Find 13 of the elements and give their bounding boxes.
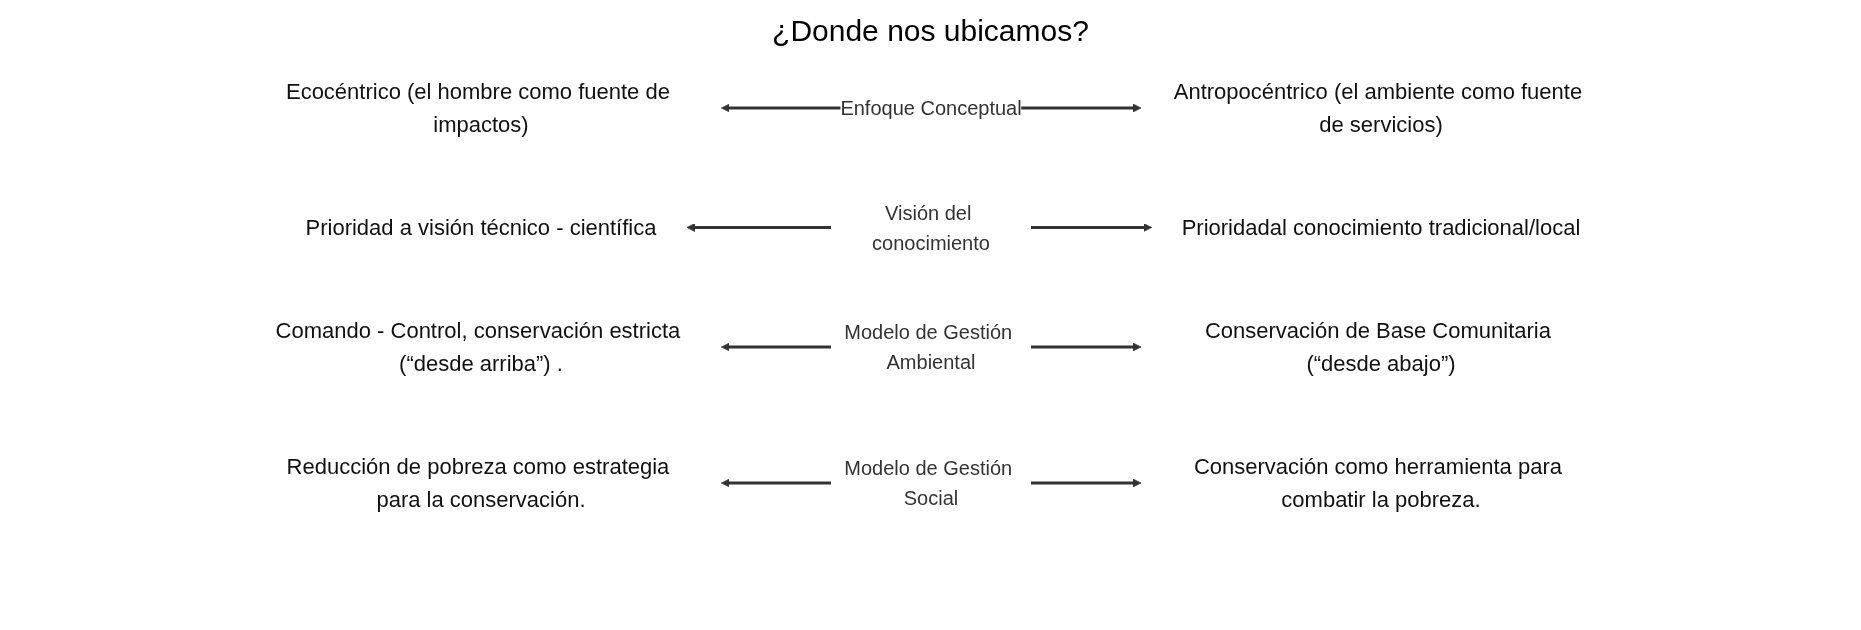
node-text: Prioridadal conocimiento tradicional/local xyxy=(1181,215,1580,240)
node-text: Antropocéntrico (el ambiente como fuente de servicios) xyxy=(1173,79,1582,137)
edge-label: Modelo de Gestión Ambiental xyxy=(843,321,1012,373)
node-text: Conservación de Base Comunitaria (“desde abajo”) xyxy=(1204,318,1551,376)
edge-label: Enfoque Conceptual xyxy=(839,97,1022,119)
node-text: Reducción de pobreza como estrategia para la conservación. xyxy=(286,454,669,512)
node-text: Conservación como herramienta para combatir la pobreza. xyxy=(1193,454,1562,512)
edge-label: Modelo de Gestión Social xyxy=(843,457,1012,509)
edge-label: Visión del conocimiento xyxy=(871,201,990,254)
diagram-title: ¿Donde nos ubicamos? xyxy=(771,14,1090,48)
node-text: Comando - Control, conservación estricta (“desde arriba”) . xyxy=(275,318,680,376)
node-text: Prioridad a visión técnico - científica xyxy=(305,215,656,240)
node-text: Ecocéntrico (el hombre como fuente de impactos) xyxy=(285,79,670,137)
